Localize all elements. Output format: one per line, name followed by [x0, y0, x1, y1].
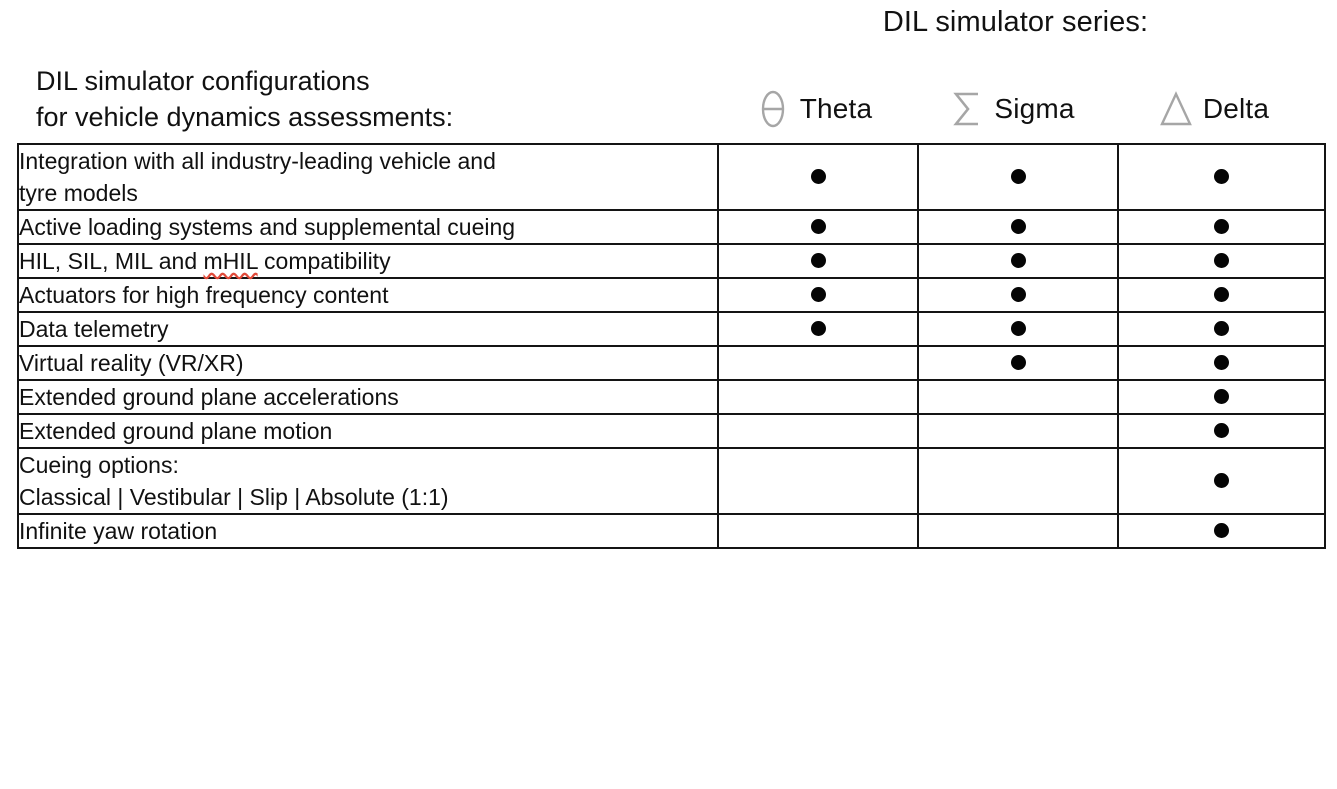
feature-label: Infinite yaw rotation [17, 513, 719, 549]
support-cell-delta [1117, 243, 1326, 279]
feature-label: Extended ground plane motion [17, 413, 719, 449]
column-header-delta-label: Delta [1202, 93, 1270, 124]
not-supported-blank [811, 389, 826, 404]
table-row: Cueing options: Classical | Vestibular |… [17, 447, 1326, 515]
supported-dot-icon [1010, 169, 1026, 185]
table-row: Infinite yaw rotation [17, 513, 1326, 549]
supported-dot-icon [810, 321, 826, 337]
support-cell-sigma [917, 243, 1119, 279]
support-cell-sigma [917, 209, 1119, 245]
table-row: Data telemetry [17, 311, 1326, 347]
column-header-delta: Delta [1112, 84, 1316, 134]
support-cell-theta [717, 447, 919, 515]
not-supported-blank [1011, 389, 1026, 404]
not-supported-blank [1011, 423, 1026, 438]
spellcheck-underlined-word: mHIL [203, 248, 258, 274]
column-header-sigma-label: Sigma [994, 93, 1075, 124]
not-supported-blank [811, 473, 826, 488]
supported-dot-icon [1214, 389, 1229, 405]
feature-label: Integration with all industry-leading ve… [17, 143, 719, 211]
support-cell-sigma [917, 311, 1119, 347]
support-cell-delta [1117, 209, 1326, 245]
table-row: Active loading systems and supplemental … [17, 209, 1326, 245]
supported-dot-icon [1214, 253, 1229, 269]
support-cell-theta [717, 143, 919, 211]
support-cell-theta [717, 513, 919, 549]
support-cell-delta [1117, 447, 1326, 515]
series-title: DIL simulator series: [882, 6, 1149, 38]
table-row: Integration with all industry-leading ve… [17, 143, 1326, 211]
supported-dot-icon [1214, 321, 1229, 337]
support-cell-delta [1117, 413, 1326, 449]
not-supported-blank [811, 523, 826, 538]
table-row: Actuators for high frequency content [17, 277, 1326, 313]
supported-dot-icon [1010, 253, 1026, 269]
support-cell-sigma [917, 379, 1119, 415]
page-title: DIL simulator configurations for vehicle… [36, 66, 454, 132]
support-cell-sigma [917, 413, 1119, 449]
table-row: Virtual reality (VR/XR) [17, 345, 1326, 381]
supported-dot-icon [810, 287, 826, 303]
supported-dot-icon [810, 219, 826, 235]
support-cell-theta [717, 209, 919, 245]
support-cell-sigma [917, 513, 1119, 549]
column-header-theta-label: Theta [799, 93, 873, 124]
feature-label: Active loading systems and supplemental … [17, 209, 719, 245]
support-cell-theta [717, 243, 919, 279]
feature-label: Extended ground plane accelerations [17, 379, 719, 415]
support-cell-delta [1117, 513, 1326, 549]
delta-icon [1159, 90, 1193, 128]
supported-dot-icon [1010, 219, 1026, 235]
supported-dot-icon [1214, 423, 1229, 439]
sigma-icon [950, 90, 984, 128]
theta-icon [756, 90, 790, 128]
supported-dot-icon [810, 253, 826, 269]
support-cell-theta [717, 413, 919, 449]
supported-dot-icon [1214, 219, 1229, 235]
support-cell-theta [717, 277, 919, 313]
support-cell-sigma [917, 143, 1119, 211]
column-header-theta: Theta [715, 84, 913, 134]
dil-configuration-table: Integration with all industry-leading ve… [17, 143, 1326, 549]
feature-label: Cueing options: Classical | Vestibular |… [17, 447, 719, 515]
supported-dot-icon [1214, 523, 1229, 539]
feature-label: Virtual reality (VR/XR) [17, 345, 719, 381]
feature-label: HIL, SIL, MIL and mHIL compatibility [17, 243, 719, 279]
supported-dot-icon [1214, 355, 1229, 371]
feature-label: Actuators for high frequency content [17, 277, 719, 313]
supported-dot-icon [1010, 355, 1026, 371]
support-cell-sigma [917, 277, 1119, 313]
support-cell-delta [1117, 277, 1326, 313]
feature-label: Data telemetry [17, 311, 719, 347]
support-cell-sigma [917, 345, 1119, 381]
not-supported-blank [811, 423, 826, 438]
support-cell-theta [717, 345, 919, 381]
table-row: Extended ground plane motion [17, 413, 1326, 449]
supported-dot-icon [1010, 321, 1026, 337]
support-cell-theta [717, 311, 919, 347]
table-row: HIL, SIL, MIL and mHIL compatibility [17, 243, 1326, 279]
support-cell-sigma [917, 447, 1119, 515]
support-cell-delta [1117, 311, 1326, 347]
table-row: Extended ground plane accelerations [17, 379, 1326, 415]
column-header-row: Theta Sigma Delta [715, 84, 1316, 134]
supported-dot-icon [810, 169, 826, 185]
support-cell-delta [1117, 345, 1326, 381]
supported-dot-icon [1010, 287, 1026, 303]
not-supported-blank [1011, 523, 1026, 538]
supported-dot-icon [1214, 169, 1229, 185]
supported-dot-icon [1214, 287, 1229, 303]
support-cell-theta [717, 379, 919, 415]
table-body: Integration with all industry-leading ve… [17, 143, 1326, 549]
supported-dot-icon [1214, 473, 1229, 489]
column-header-sigma: Sigma [913, 84, 1112, 134]
not-supported-blank [1011, 473, 1026, 488]
not-supported-blank [811, 355, 826, 370]
support-cell-delta [1117, 143, 1326, 211]
support-cell-delta [1117, 379, 1326, 415]
